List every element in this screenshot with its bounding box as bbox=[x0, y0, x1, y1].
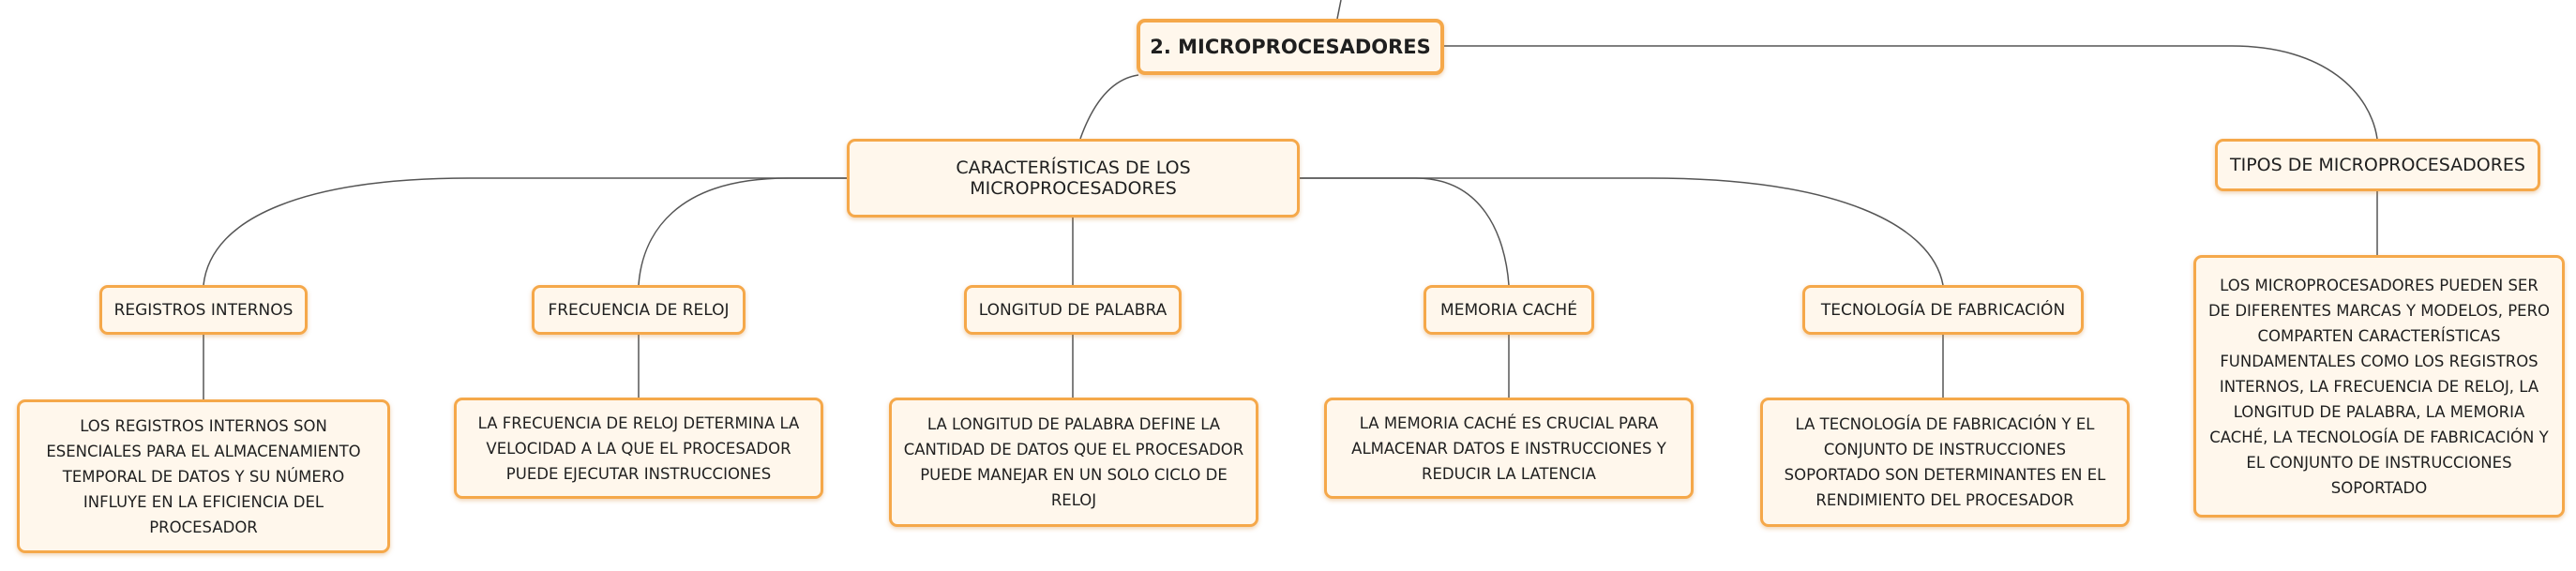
longitud-palabra-label: LONGITUD DE PALABRA bbox=[978, 300, 1167, 320]
tecnologia-fabricacion-node[interactable]: TECNOLOGÍA DE FABRICACIÓN bbox=[1802, 285, 2084, 335]
caracteristicas-node[interactable]: CARACTERÍSTICAS DE LOS MICROPROCESADORES bbox=[847, 139, 1300, 218]
connector-car-tecnologia bbox=[1300, 177, 1944, 286]
registros-internos-detail-text: LOS REGISTROS INTERNOS SON ESENCIALES PA… bbox=[46, 416, 361, 536]
tecnologia-fabricacion-label: TECNOLOGÍA DE FABRICACIÓN bbox=[1820, 300, 2066, 320]
registros-internos-node[interactable]: REGISTROS INTERNOS bbox=[99, 285, 308, 335]
tipos-node[interactable]: TIPOS DE MICROPROCESADORES bbox=[2215, 139, 2540, 191]
tipos-node-label: TIPOS DE MICROPROCESADORES bbox=[2230, 155, 2525, 175]
connector-parent-root bbox=[1336, 0, 1342, 20]
frecuencia-reloj-detail[interactable]: LA FRECUENCIA DE RELOJ DETERMINA LA VELO… bbox=[454, 398, 823, 499]
tecnologia-fabricacion-detail[interactable]: LA TECNOLOGÍA DE FABRICACIÓN Y EL CONJUN… bbox=[1760, 398, 2130, 527]
memoria-cache-detail[interactable]: LA MEMORIA CACHÉ ES CRUCIAL PARA ALMACEN… bbox=[1324, 398, 1694, 499]
memoria-cache-node[interactable]: MEMORIA CACHÉ bbox=[1424, 285, 1594, 335]
caracteristicas-node-label: CARACTERÍSTICAS DE LOS MICROPROCESADORES bbox=[956, 158, 1191, 199]
registros-internos-label: REGISTROS INTERNOS bbox=[113, 300, 294, 320]
connector-car-memoria bbox=[1300, 177, 1510, 286]
connector-car-frecuencia bbox=[638, 177, 847, 286]
longitud-palabra-node[interactable]: LONGITUD DE PALABRA bbox=[964, 285, 1182, 335]
tipos-detail-text: LOS MICROPROCESADORES PUEDEN SER DE DIFE… bbox=[2207, 276, 2551, 497]
root-node[interactable]: 2. MICROPROCESADORES bbox=[1137, 19, 1444, 75]
connector-root-tipos bbox=[1444, 45, 2378, 140]
root-node-label: 2. MICROPROCESADORES bbox=[1150, 36, 1431, 58]
tecnologia-fabricacion-detail-text: LA TECNOLOGÍA DE FABRICACIÓN Y EL CONJUN… bbox=[1784, 415, 2106, 509]
connector-root-caracteristicas bbox=[1079, 74, 1139, 140]
frecuencia-reloj-node[interactable]: FRECUENCIA DE RELOJ bbox=[532, 285, 746, 335]
connector-car-registros bbox=[203, 177, 847, 286]
registros-internos-detail[interactable]: LOS REGISTROS INTERNOS SON ESENCIALES PA… bbox=[17, 399, 390, 553]
memoria-cache-label: MEMORIA CACHÉ bbox=[1440, 300, 1577, 320]
longitud-palabra-detail-text: LA LONGITUD DE PALABRA DEFINE LA CANTIDA… bbox=[903, 415, 1244, 509]
tipos-detail[interactable]: LOS MICROPROCESADORES PUEDEN SER DE DIFE… bbox=[2193, 255, 2565, 518]
memoria-cache-detail-text: LA MEMORIA CACHÉ ES CRUCIAL PARA ALMACEN… bbox=[1351, 413, 1666, 483]
longitud-palabra-detail[interactable]: LA LONGITUD DE PALABRA DEFINE LA CANTIDA… bbox=[889, 398, 1258, 527]
frecuencia-reloj-detail-text: LA FRECUENCIA DE RELOJ DETERMINA LA VELO… bbox=[477, 413, 800, 483]
frecuencia-reloj-label: FRECUENCIA DE RELOJ bbox=[548, 300, 730, 320]
